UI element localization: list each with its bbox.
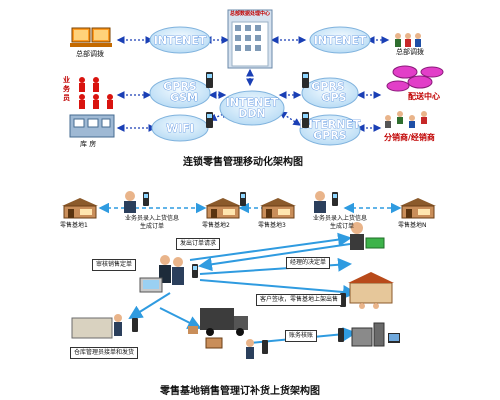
salesman-label: 业 务 员 — [63, 76, 70, 102]
warehouse-worker-icon — [71, 314, 138, 339]
warehouse-label: 库 房 — [80, 140, 97, 148]
cloud-internet-gprs: INTERNET GPRS — [299, 114, 361, 146]
warehouse-icon — [69, 114, 115, 138]
order-desk-staff-icon — [139, 255, 198, 293]
retail-site-icon — [62, 198, 436, 219]
bottom-flow-diagram — [62, 191, 436, 359]
top-network-diagram: INTENET INTENET GPRS GSM INTENET DDN GPR… — [69, 9, 444, 146]
note-manager-decision: 经理的决定单 — [286, 257, 331, 269]
cloud-label: INTENET — [314, 34, 367, 47]
manager-icon — [350, 222, 385, 250]
note-send-order: 发出订单请求 — [176, 238, 221, 250]
note-ledger: 账务核账 — [285, 330, 318, 342]
cloud-intenet-ddn: INTENET DDN — [219, 90, 285, 126]
hq-center-label: 总部数据处理中心 — [230, 11, 271, 17]
delivery-center-label: 配送中心 — [408, 92, 440, 101]
svg-text:GSM: GSM — [170, 91, 198, 104]
salesman-phone-icon — [124, 191, 338, 213]
site-label-n: 零售基地N — [398, 222, 427, 229]
note-warehouse-admin: 仓库管理员接单和发货 — [70, 347, 139, 359]
delivery-center-icon — [386, 65, 444, 92]
delivery-truck-icon — [188, 308, 268, 359]
computer-icon — [70, 27, 112, 47]
salesman-note-left-line1: 业务员录入上货信息 — [125, 215, 180, 222]
distributor-label: 分销商/经销商 — [384, 133, 435, 142]
cloud-intenet-right: INTENET — [309, 26, 371, 54]
distributor-people-icon — [385, 111, 427, 128]
svg-text:WIFI: WIFI — [166, 122, 194, 135]
left-hq-label: 总部调拨 — [76, 50, 104, 58]
site-label-2: 零售基地2 — [202, 222, 230, 229]
handheld-device-icon — [206, 72, 309, 128]
salesman-note-right-line1: 业务员录入上货信息 — [313, 215, 368, 222]
cloud-label: INTENET — [154, 34, 207, 47]
site-label-1: 零售基地1 — [60, 222, 88, 229]
customer-shop-icon — [340, 272, 394, 309]
cloud-gprs-gps: GPRS GPS — [301, 77, 359, 109]
svg-text:INTERNET: INTERNET — [299, 118, 361, 131]
cloud-wifi: WIFI — [151, 114, 209, 142]
svg-text:GPS: GPS — [321, 91, 346, 104]
bottom-caption: 零售基地销售管理订补货上货架构图 — [160, 386, 320, 397]
salesman-people-icon — [79, 77, 113, 109]
salesman-note-left-line2: 生成订单 — [140, 223, 165, 230]
svg-text:INTENET: INTENET — [226, 96, 279, 109]
hq-building-icon — [227, 9, 273, 69]
site-label-3: 零售基地3 — [258, 222, 286, 229]
salesman-note-right-line2: 生成订单 — [330, 223, 355, 230]
right-hq-label: 总部调拨 — [396, 48, 424, 56]
svg-text:DDN: DDN — [238, 107, 265, 120]
note-audit: 审核销售定单 — [92, 259, 137, 271]
finance-office-icon — [338, 322, 400, 347]
hq-staff-icon — [395, 33, 421, 47]
top-caption: 连锁零售管理移动化架构图 — [183, 157, 303, 168]
cloud-intenet-left: INTENET — [149, 26, 211, 54]
svg-text:GPRS: GPRS — [163, 80, 197, 93]
svg-text:GPRS: GPRS — [313, 129, 347, 142]
svg-text:GPRS: GPRS — [311, 80, 345, 93]
cloud-gprs-gsm: GPRS GSM — [149, 77, 211, 109]
note-customer-sign: 客户签收，零售基地上架出售 — [256, 294, 343, 306]
